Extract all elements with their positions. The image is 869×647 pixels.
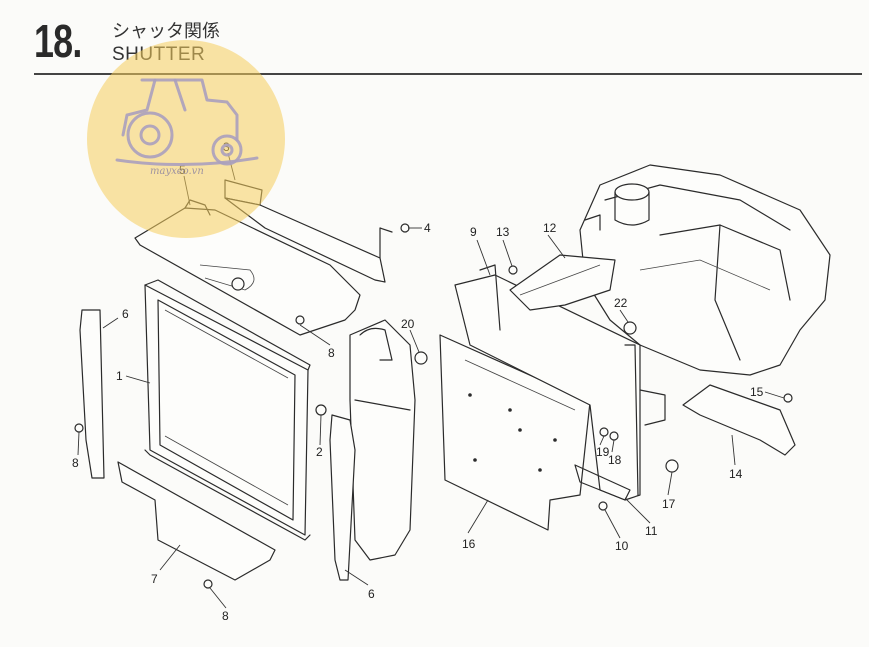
callout-18: 18 [608, 453, 622, 467]
watermark-logo [87, 40, 285, 238]
callout-12: 12 [543, 221, 557, 235]
callout-8-top: 8 [328, 346, 335, 360]
fasteners [74, 223, 793, 589]
callout-1: 1 [116, 369, 123, 383]
radiator-core [349, 319, 416, 561]
callout-2: 2 [316, 445, 323, 459]
callout-8-left: 8 [72, 456, 79, 470]
callout-14: 14 [729, 467, 743, 481]
callout-8-bottom: 8 [222, 609, 229, 623]
header-rule [34, 73, 862, 75]
bracket-12 [509, 254, 616, 311]
watermark-text: mayxeo.vn [150, 166, 204, 177]
callout-17: 17 [662, 497, 676, 511]
section-number: 18. [34, 15, 82, 67]
callout-19: 19 [596, 445, 610, 459]
callout-16: 16 [462, 537, 476, 551]
tractor-icon [115, 78, 259, 167]
callout-6-left: 6 [122, 307, 129, 321]
leader-lines [77, 152, 785, 609]
side-panel-right [329, 414, 356, 581]
title-japanese: シャッタ関係 [112, 21, 220, 42]
callout-11: 11 [645, 524, 658, 538]
fuel-tank [579, 164, 831, 376]
callout-20: 20 [401, 317, 415, 331]
callout-6-right: 6 [368, 587, 375, 601]
lower-shroud [117, 461, 276, 581]
radiator [144, 279, 311, 541]
callout-13: 13 [496, 225, 510, 239]
callout-22: 22 [614, 296, 628, 310]
callout-7: 7 [151, 572, 158, 586]
callout-15: 15 [750, 385, 764, 399]
callout-9: 9 [470, 225, 477, 239]
callout-10: 10 [615, 539, 629, 553]
side-panel-left [79, 309, 105, 479]
cover-14 [682, 384, 796, 456]
callout-4: 4 [424, 221, 431, 235]
